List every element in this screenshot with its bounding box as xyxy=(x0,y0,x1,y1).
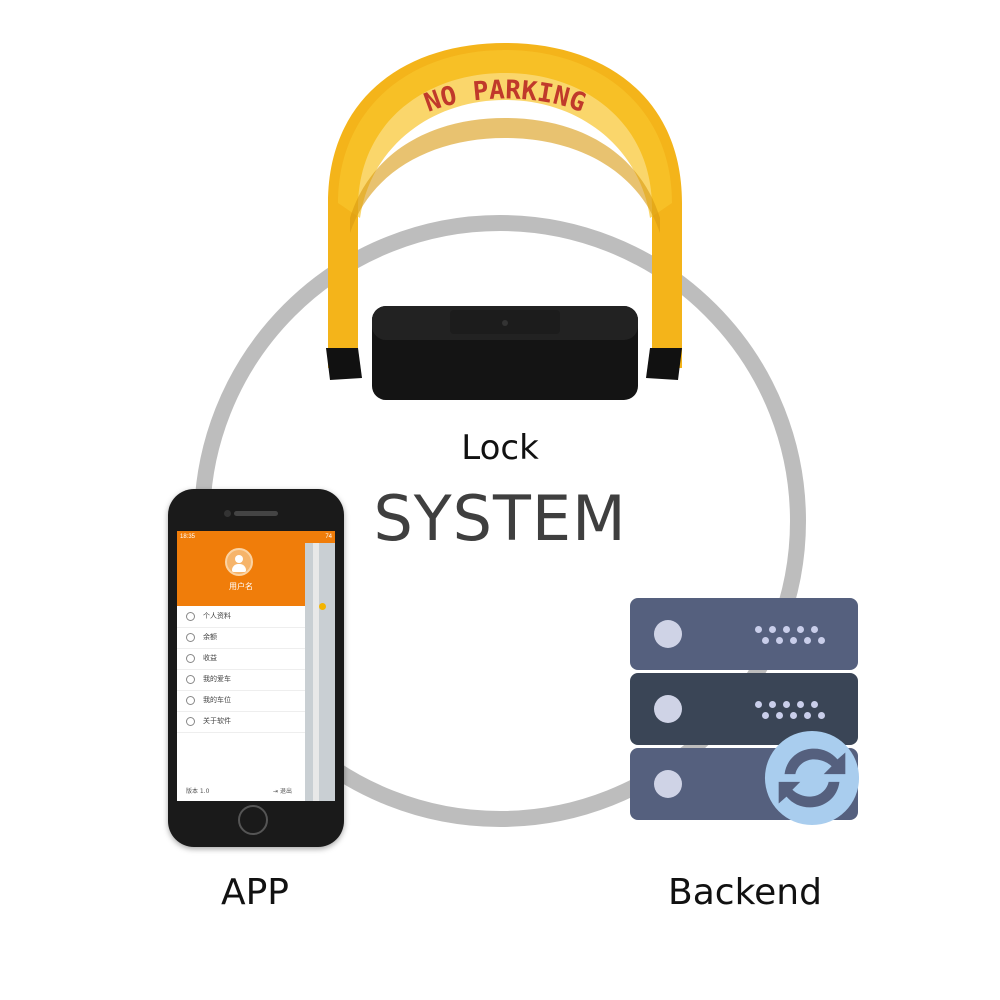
income-icon xyxy=(186,654,195,663)
user-icon xyxy=(186,612,195,621)
menu-item-balance[interactable]: 余额 xyxy=(177,627,305,649)
camera-icon xyxy=(224,510,231,517)
app-label: APP xyxy=(220,872,290,913)
disk-icon xyxy=(654,770,682,798)
disk-icon xyxy=(654,695,682,723)
home-button[interactable] xyxy=(238,805,268,835)
disk-icon xyxy=(654,620,682,648)
version-label: 版本 1.0 xyxy=(186,788,210,795)
exit-button[interactable]: ⇥ 退出 xyxy=(273,788,292,795)
backend-label: Backend xyxy=(668,872,822,913)
map-pin-icon xyxy=(319,603,326,610)
car-icon xyxy=(186,675,195,684)
smartphone: 用户名 个人资料 余额 收益 我的爱车 我的车位 xyxy=(168,489,344,847)
menu-item-my-spot[interactable]: 我的车位 xyxy=(177,690,305,712)
server-unit-top xyxy=(630,598,858,670)
lock-label: Lock xyxy=(461,428,539,468)
side-drawer: 用户名 个人资料 余额 收益 我的爱车 我的车位 xyxy=(177,531,305,801)
menu-item-income[interactable]: 收益 xyxy=(177,648,305,670)
avatar[interactable] xyxy=(225,548,253,576)
battery-level: 74 xyxy=(325,534,332,540)
menu-item-my-car[interactable]: 我的爱车 xyxy=(177,669,305,691)
speaker-grille xyxy=(234,511,278,516)
drawer-header: 用户名 xyxy=(177,531,305,606)
username: 用户名 xyxy=(229,582,253,591)
info-icon xyxy=(186,717,195,726)
parking-icon xyxy=(186,696,195,705)
menu-item-about[interactable]: 关于软件 xyxy=(177,711,305,733)
parking-lock-icon: NO PARKING xyxy=(326,43,682,400)
status-bar: 18:35 74 xyxy=(177,531,335,543)
system-label: SYSTEM xyxy=(373,482,627,555)
wallet-icon xyxy=(186,633,195,642)
led-dots xyxy=(755,624,835,644)
map-background xyxy=(305,543,335,801)
status-time: 18:35 xyxy=(180,534,196,540)
sync-icon xyxy=(764,730,860,826)
phone-screen: 用户名 个人资料 余额 收益 我的爱车 我的车位 xyxy=(177,531,335,801)
led-dots xyxy=(755,699,835,719)
map-road xyxy=(313,543,319,801)
menu-item-profile[interactable]: 个人资料 xyxy=(177,606,305,628)
